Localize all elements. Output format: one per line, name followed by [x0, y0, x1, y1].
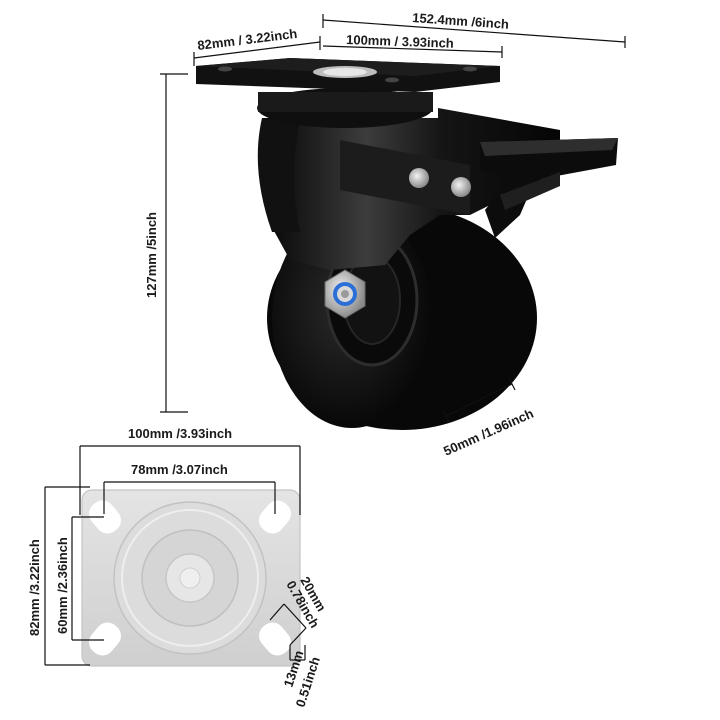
hole-spacing-y-label: 60mm /2.36inch: [55, 537, 70, 634]
rivets: [409, 168, 471, 197]
top-plate-width-label: 82mm / 3.22inch: [197, 26, 299, 53]
rivet-icon: [451, 177, 471, 197]
mounting-slot: [89, 622, 121, 656]
overall-length-label: 152.4mm /6inch: [412, 10, 510, 32]
rivet-icon: [409, 168, 429, 188]
dimension-height: 127mm /5inch: [144, 73, 188, 413]
caster-illustration: [196, 58, 618, 430]
dimension-plate-width: 100mm /3.93inch: [79, 426, 301, 515]
brake-lever: [480, 138, 618, 238]
dimension-top-plate-length: 100mm / 3.93inch: [322, 32, 503, 58]
kingpin-icon: [179, 567, 201, 589]
plate-width-label: 100mm /3.93inch: [128, 426, 232, 441]
axle-nut: [324, 269, 366, 319]
top-plate: [196, 58, 500, 92]
mounting-plate-view: [81, 489, 301, 667]
mounting-slot: [259, 500, 291, 534]
height-label: 127mm /5inch: [144, 212, 159, 298]
dimension-plate-height: 82mm /3.22inch: [27, 486, 90, 666]
mounting-slot: [89, 500, 121, 534]
plate-height-label: 82mm /3.22inch: [27, 539, 42, 636]
dimension-hole-spacing-y: 60mm /2.36inch: [55, 516, 104, 641]
top-plate-length-label: 100mm / 3.93inch: [346, 32, 454, 51]
swivel-head: [257, 88, 433, 128]
dimension-overall-length: 152.4mm /6inch: [322, 10, 626, 48]
mounting-slot: [259, 622, 291, 656]
hole-spacing-x-label: 78mm /3.07inch: [131, 462, 228, 477]
dimension-hole-spacing-x: 78mm /3.07inch: [103, 462, 276, 514]
